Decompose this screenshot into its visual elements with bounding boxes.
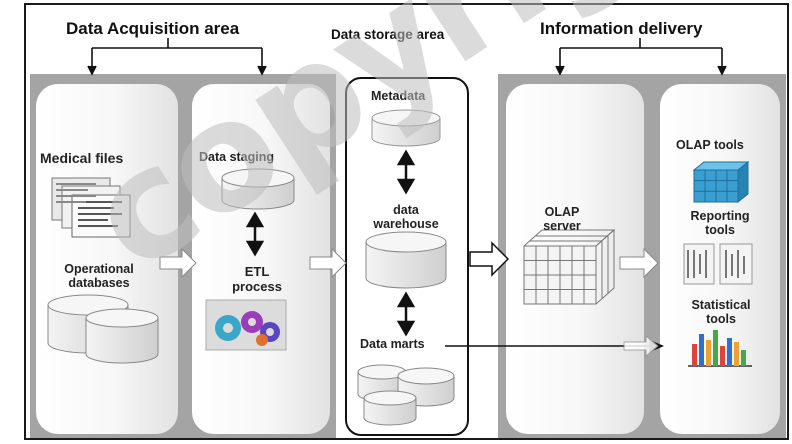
medical-files-label: Medical files — [40, 150, 124, 166]
etl-line1: ETL — [244, 264, 270, 279]
storage-heading: Data storage area — [331, 27, 445, 42]
acquisition-bracket — [87, 38, 267, 76]
reporting-line1: Reporting — [690, 209, 750, 223]
acquisition-heading: Data Acquisition area — [66, 19, 240, 38]
etl-process-label: ETL process — [222, 264, 292, 294]
grey-arrow-to-stat-tools — [623, 334, 659, 358]
statistical-tools-icon — [688, 330, 752, 367]
statistical-line2: tools — [706, 312, 736, 326]
sources-column — [36, 84, 178, 434]
staging-to-storage-arrow — [309, 247, 347, 279]
sources-to-staging-arrow — [159, 247, 197, 279]
metadata-dw-double-arrow — [396, 149, 416, 195]
olap-tools-icon — [692, 160, 750, 204]
data-staging-cylinder — [221, 168, 295, 210]
data-warehouse-label: data warehouse — [356, 203, 456, 231]
medical-files-icon — [51, 177, 131, 238]
metadata-label: Metadata — [371, 89, 426, 103]
olap-tools-label: OLAP tools — [676, 138, 744, 152]
dw-line1: data — [393, 203, 419, 217]
operational-databases-label: Operational databases — [44, 262, 154, 290]
staging-etl-double-arrow — [245, 211, 265, 257]
storage-to-olap-arrow — [469, 241, 510, 277]
data-staging-label: Data staging — [199, 150, 275, 164]
statistical-tools-label: Statistical tools — [676, 298, 766, 326]
dw-marts-double-arrow — [396, 291, 416, 337]
olap-to-tools-arrow — [619, 247, 659, 279]
olap-line1: OLAP — [544, 205, 580, 219]
delivery-bracket — [555, 38, 727, 76]
etl-gears-icon — [205, 299, 287, 351]
reporting-tools-icon — [683, 243, 753, 285]
olap-line2: server — [543, 219, 581, 233]
diagram-frame — [24, 3, 789, 440]
operational-databases-icon — [47, 294, 159, 364]
olap-server-cube-icon — [523, 228, 616, 305]
etl-line2: process — [232, 279, 282, 294]
reporting-line2: tools — [705, 223, 735, 237]
data-warehouse-cylinder — [365, 231, 447, 289]
metadata-cylinder — [371, 109, 441, 147]
reporting-tools-label: Reporting tools — [680, 209, 760, 237]
olap-server-label: OLAP server — [532, 205, 592, 233]
data-marts-cylinders — [357, 364, 455, 426]
operational-line1: Operational — [64, 262, 134, 276]
statistical-line1: Statistical — [691, 298, 751, 312]
operational-line2: databases — [68, 276, 130, 290]
staging-column — [192, 84, 330, 434]
data-marts-label: Data marts — [360, 337, 425, 351]
delivery-heading: Information delivery — [540, 19, 703, 38]
dw-line2: warehouse — [373, 217, 439, 231]
